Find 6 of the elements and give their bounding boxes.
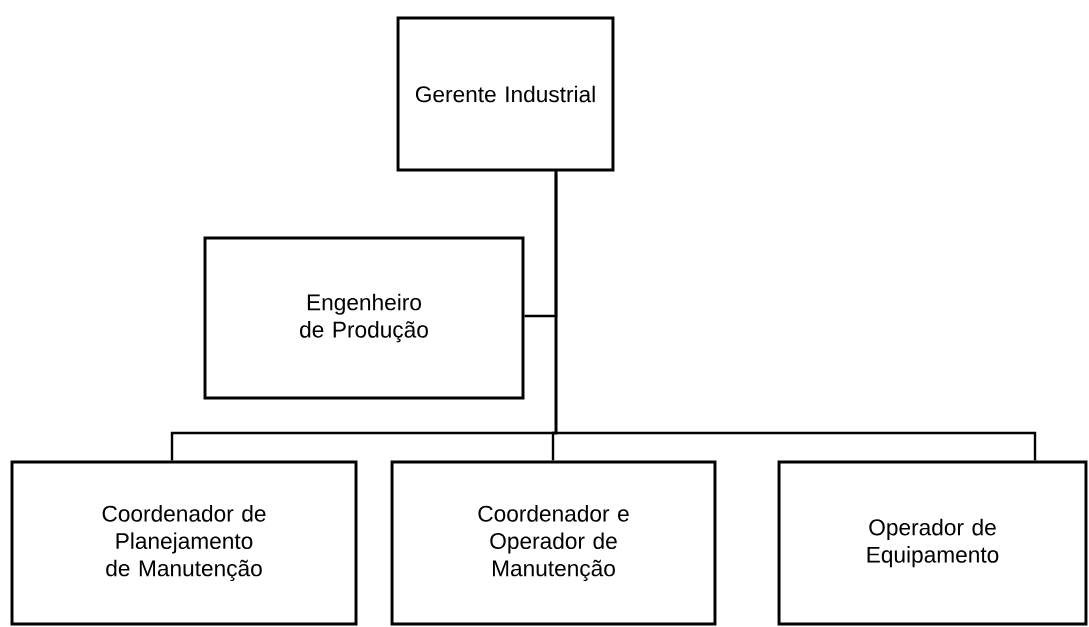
connector-line: [554, 171, 1037, 461]
org-box: Coordenador de Planejamento de Manutenção: [10, 460, 358, 626]
org-box: Engenheiro de Produção: [203, 236, 525, 400]
org-box: Operador de Equipamento: [777, 460, 1088, 626]
org-box: Coordenador e Operador de Manutenção: [390, 460, 717, 626]
org-box: Gerente Industrial: [396, 16, 615, 172]
